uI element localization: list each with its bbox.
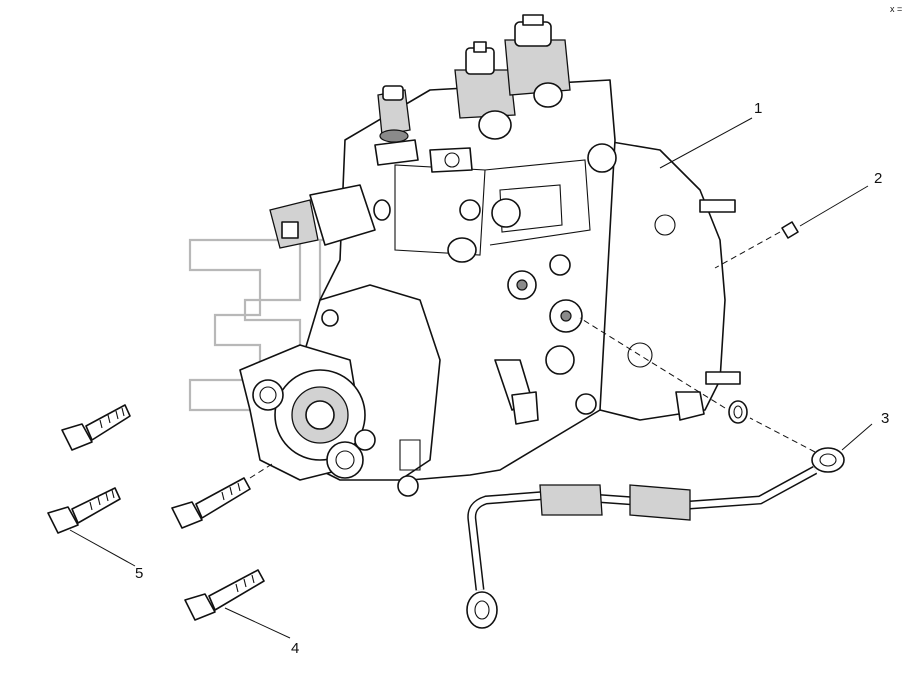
bolt-part-4 [184,569,265,621]
fuel-pump-assembly [239,14,741,497]
leader-lines [69,117,873,639]
callout-4: 4 [291,640,299,657]
plug-part-2 [781,221,799,239]
bolt-middle [171,477,251,529]
corner-mark: x = [890,4,902,14]
callout-2: 2 [874,170,882,187]
bolt-part-5 [47,487,121,534]
fuel-pipe-part-3 [466,400,845,629]
bolt-part-5-top [61,404,131,451]
callout-3: 3 [881,410,889,427]
callout-1: 1 [754,100,762,117]
callout-5: 5 [135,565,143,582]
